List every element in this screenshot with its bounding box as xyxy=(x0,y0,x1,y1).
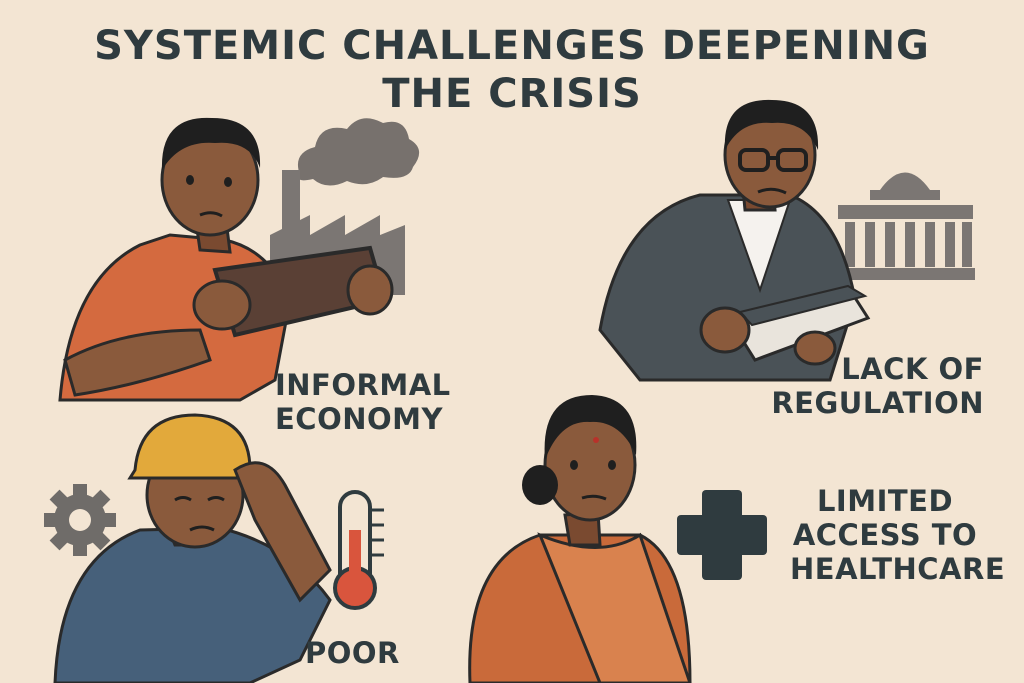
gear-icon xyxy=(44,484,116,556)
lack-of-regulation-line-1: LACK OF xyxy=(841,352,984,386)
limited-access-line-3: HEALTHCARE xyxy=(790,552,1006,586)
poor-line-1: POOR xyxy=(305,636,400,670)
lack-of-regulation-label: LACK OF REGULATION xyxy=(771,352,984,420)
title-line-2: THE CRISIS xyxy=(382,71,642,117)
thermometer-icon xyxy=(333,490,384,610)
limited-access-line-1: LIMITED xyxy=(816,484,954,518)
informal-economy-line-2: ECONOMY xyxy=(275,402,444,436)
poor-label: POOR xyxy=(305,636,400,670)
informal-worker-figure xyxy=(58,117,394,402)
construction-worker-figure xyxy=(53,413,332,683)
official-figure xyxy=(598,99,871,382)
informal-economy-label: INFORMAL ECONOMY xyxy=(275,368,451,436)
limited-access-label: LIMITED ACCESS TO HEALTHCARE xyxy=(790,484,1006,586)
lack-of-regulation-line-2: REGULATION xyxy=(771,386,984,420)
informal-economy-line-1: INFORMAL xyxy=(275,368,451,402)
page-title: SYSTEMIC CHALLENGES DEEPENING THE CRISIS xyxy=(0,22,1024,118)
medical-cross-icon xyxy=(677,490,767,580)
limited-access-line-2: ACCESS TO xyxy=(792,518,978,552)
woman-figure xyxy=(468,395,692,683)
government-building-icon xyxy=(835,172,975,280)
title-line-1: SYSTEMIC CHALLENGES DEEPENING xyxy=(94,23,930,69)
